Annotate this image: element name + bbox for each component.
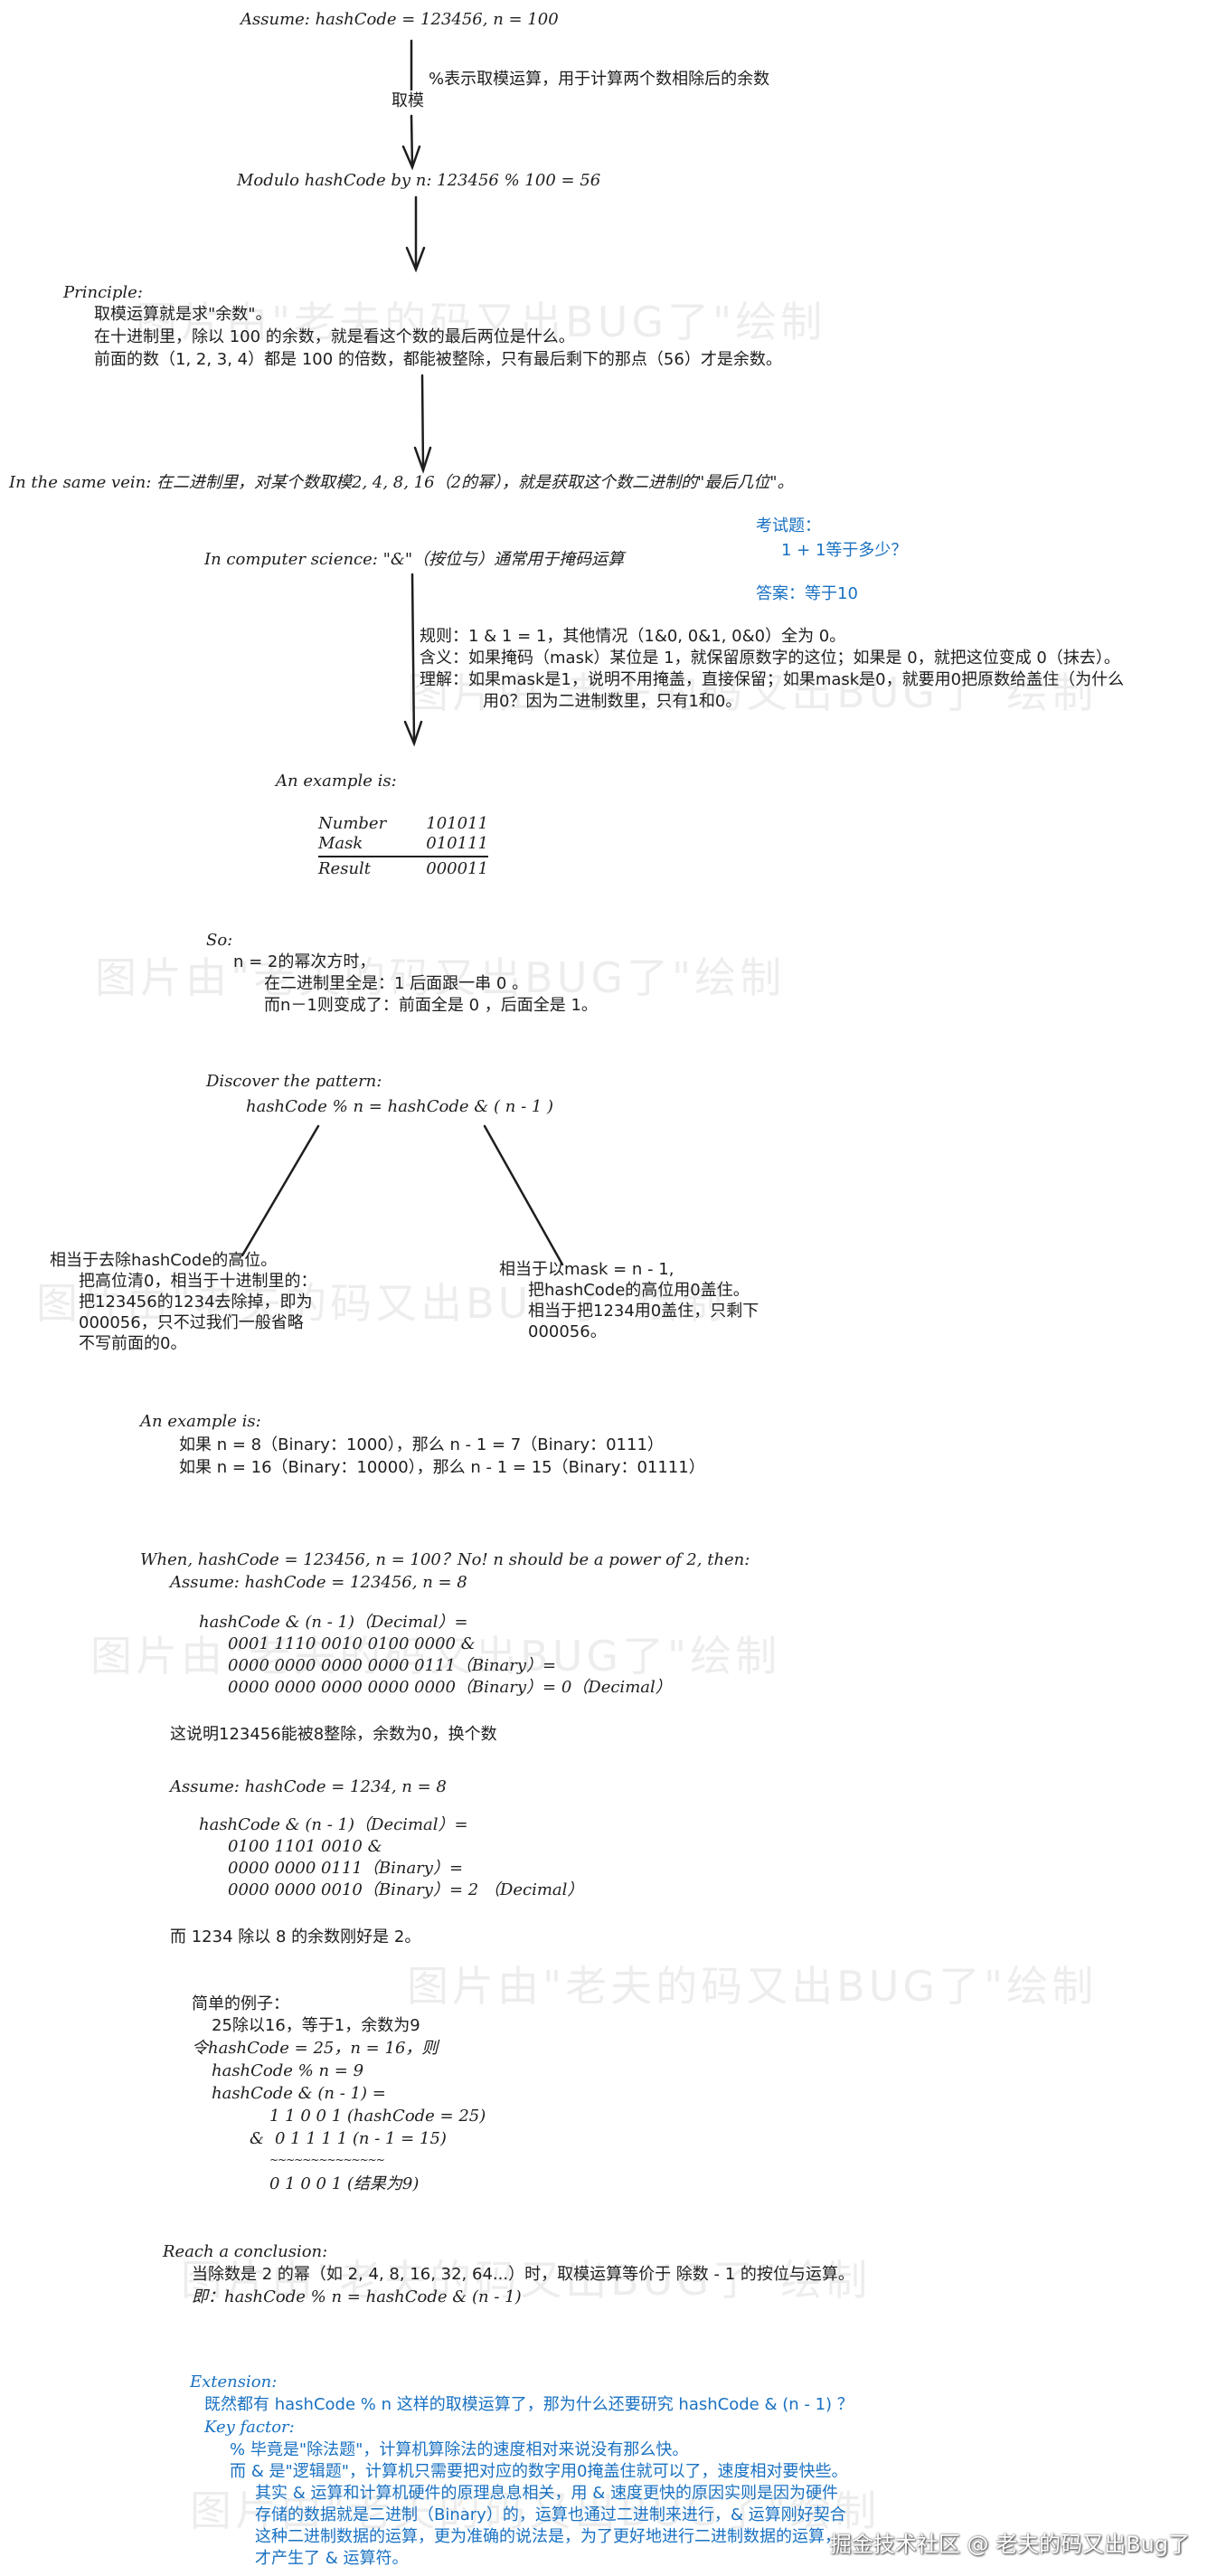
simple-title: 简单的例子：: [192, 1994, 289, 2013]
cs-title: In computer science: "&"（按位与）通常用于掩码运算: [204, 550, 625, 569]
example2-line: 如果 n = 16（Binary：10000），那么 n - 1 = 15（Bi…: [179, 1458, 705, 1477]
simple-line: 令hashCode = 25，n = 16，则: [192, 2039, 439, 2058]
pattern-title: Discover the pattern:: [206, 1072, 382, 1091]
case1-expr: hashCode & (n - 1)（Decimal）=: [199, 1613, 468, 1632]
cs-rule: 规则：1 & 1 = 1，其他情况（1&0, 0&1, 0&0）全为 0。: [420, 627, 846, 646]
principle-line: 取模运算就是求"余数"。: [94, 305, 272, 324]
row-label: Result: [318, 859, 372, 878]
row-value: 101011: [426, 814, 488, 833]
case1-line: 0000 0000 0000 0000 0000（Binary）= 0（Deci…: [228, 1678, 672, 1697]
so-line: 在二进制里全是：1 后面跟一串 0 。: [264, 974, 529, 993]
when-title: When, hashCode = 123456, n = 100？No! n s…: [140, 1550, 750, 1569]
credit-watermark: 掘金技术社区 @ 老夫的码又出Bug了: [829, 2532, 1190, 2557]
row-label: Mask: [318, 834, 363, 853]
exam-question-label: 考试题：: [756, 516, 821, 535]
mask-example-table: Number 101011 Mask 010111 Result 000011: [318, 814, 488, 879]
key-factor-line: 其实 & 运算和计算机硬件的原理息息相关，用 & 速度更快的原因实则是因为硬件: [255, 2484, 838, 2503]
assume-text: Assume: hashCode = 123456, n = 100: [241, 10, 559, 29]
row-label: Number: [318, 814, 387, 833]
key-factor-line: 存储的数据就是二进制（Binary）的，运算也通过二进制来进行，& 运算刚好契合: [255, 2505, 846, 2524]
example2-title: An example is:: [140, 1412, 261, 1431]
conclusion-line: 即：hashCode % n = hashCode & (n - 1): [192, 2287, 522, 2306]
table-row: Result 000011: [318, 859, 488, 879]
key-factor-line: % 毕竟是"除法题"，计算机算除法的速度相对来说没有那么快。: [230, 2440, 689, 2459]
principle-line: 在十进制里，除以 100 的余数，就是看这个数的最后两位是什么。: [94, 327, 575, 346]
pattern-left: 把123456的1234去除掉，即为: [79, 1293, 313, 1312]
binary-amp: &: [250, 2129, 265, 2148]
pattern-left: 相当于去除hashCode的高位。: [50, 1251, 278, 1270]
case1-line: 0000 0000 0000 0000 0111（Binary）=: [228, 1656, 557, 1675]
case2-expr: hashCode & (n - 1)（Decimal）=: [199, 1815, 468, 1834]
principle-line: 前面的数（1, 2, 3, 4）都是 100 的倍数，都能被整除，只有最后剩下的…: [94, 350, 782, 369]
case2-note: 而 1234 除以 8 的余数刚好是 2。: [170, 1927, 421, 1946]
key-factor-title: Key factor:: [204, 2418, 295, 2437]
case2-line: 0100 1101 0010 &: [228, 1837, 382, 1856]
cs-rule: 理解：如果mask是1，说明不用掩盖，直接保留；如果mask是0，就要用0把原数…: [420, 670, 1125, 689]
conclusion-title: Reach a conclusion:: [163, 2242, 328, 2261]
pattern-right: 000056。: [528, 1322, 607, 1341]
pattern-left: 不写前面的0。: [79, 1334, 187, 1353]
case2-line: 0000 0000 0010（Binary）= 2 （Decimal）: [228, 1880, 584, 1899]
binary-separator: ~~~~~~~~~~~~~~: [269, 2154, 385, 2166]
example1-title: An example is:: [276, 772, 397, 791]
table-row: Number 101011: [318, 814, 488, 834]
pattern-left: 000056，只不过我们一般省略: [79, 1313, 304, 1332]
so-line: n = 2的幂次方时，: [233, 952, 376, 971]
so-title: So:: [206, 931, 233, 950]
key-factor-line: 这种二进制数据的运算，更为准确的说法是，为了更好地进行二进制数据的运算，: [255, 2527, 841, 2546]
cs-rule: 含义：如果掩码（mask）某位是 1，就保留原数字的这位；如果是 0，就把这位变…: [420, 649, 1120, 668]
extension-title: Extension:: [190, 2372, 278, 2391]
binary-mask: 0 1 1 1 1 (n - 1 = 15): [275, 2129, 447, 2148]
row-value: 000011: [426, 859, 488, 878]
exam-answer: 答案：等于10: [756, 584, 858, 603]
simple-line: 25除以16，等于1，余数为9: [212, 2016, 420, 2035]
arrow-label: 取模: [392, 90, 424, 112]
watermark: 图片由"老夫的码又出BUG了"绘制: [407, 1962, 1098, 2011]
row-value: 010111: [426, 834, 488, 853]
table-divider: [318, 856, 488, 857]
pattern-left: 把高位清0，相当于十进制里的：: [79, 1272, 317, 1291]
extension-question: 既然都有 hashCode % n 这样的取模运算了，那为什么还要研究 hash…: [204, 2395, 854, 2414]
case2-line: 0000 0000 0111（Binary）=: [228, 1859, 464, 1878]
same-vein-text: In the same vein: 在二进制里，对某个数取模2, 4, 8, 1…: [9, 473, 794, 492]
principle-title: Principle:: [63, 283, 143, 302]
cs-rule: 用0？因为二进制数里，只有1和0。: [483, 692, 742, 711]
case1-note: 这说明123456能被8整除，余数为0，换个数: [170, 1725, 497, 1744]
key-factor-line: 才产生了 & 运算符。: [255, 2549, 409, 2568]
simple-line: hashCode % n = 9: [212, 2061, 364, 2080]
example2-line: 如果 n = 8（Binary：1000），那么 n - 1 = 7（Binar…: [179, 1435, 664, 1454]
case1-assume: Assume: hashCode = 123456, n = 8: [170, 1573, 467, 1592]
case2-assume: Assume: hashCode = 1234, n = 8: [170, 1777, 447, 1796]
exam-question: 1 + 1等于多少？: [781, 541, 908, 560]
pattern-right: 把hashCode的高位用0盖住。: [528, 1281, 750, 1300]
pattern-formula: hashCode % n = hashCode & ( n - 1 ): [246, 1097, 554, 1116]
key-factor-line: 而 & 是"逻辑题"，计算机只需要把对应的数字用0掩盖住就可以了，速度相对要快些…: [230, 2462, 848, 2481]
binary-hashcode: 1 1 0 0 1 (hashCode = 25): [269, 2107, 486, 2126]
binary-result: 0 1 0 0 1 (结果为9): [269, 2174, 420, 2193]
arrow-note: %表示取模运算，用于计算两个数相除后的余数: [429, 70, 770, 89]
table-row: Mask 010111: [318, 834, 488, 854]
simple-line: hashCode & (n - 1) =: [212, 2084, 386, 2103]
so-line: 而n－1则变成了：前面全是 0 ，后面全是 1。: [264, 996, 598, 1015]
pattern-right: 相当于以mask = n - 1,: [499, 1260, 675, 1279]
modulo-text: Modulo hashCode by n: 123456 % 100 = 56: [237, 171, 601, 190]
pattern-right: 相当于把1234用0盖住，只剩下: [528, 1302, 759, 1321]
case1-line: 0001 1110 0010 0100 0000 &: [228, 1634, 476, 1653]
conclusion-line: 当除数是 2 的幂（如 2, 4, 8, 16, 32, 64...）时，取模运…: [192, 2265, 854, 2284]
